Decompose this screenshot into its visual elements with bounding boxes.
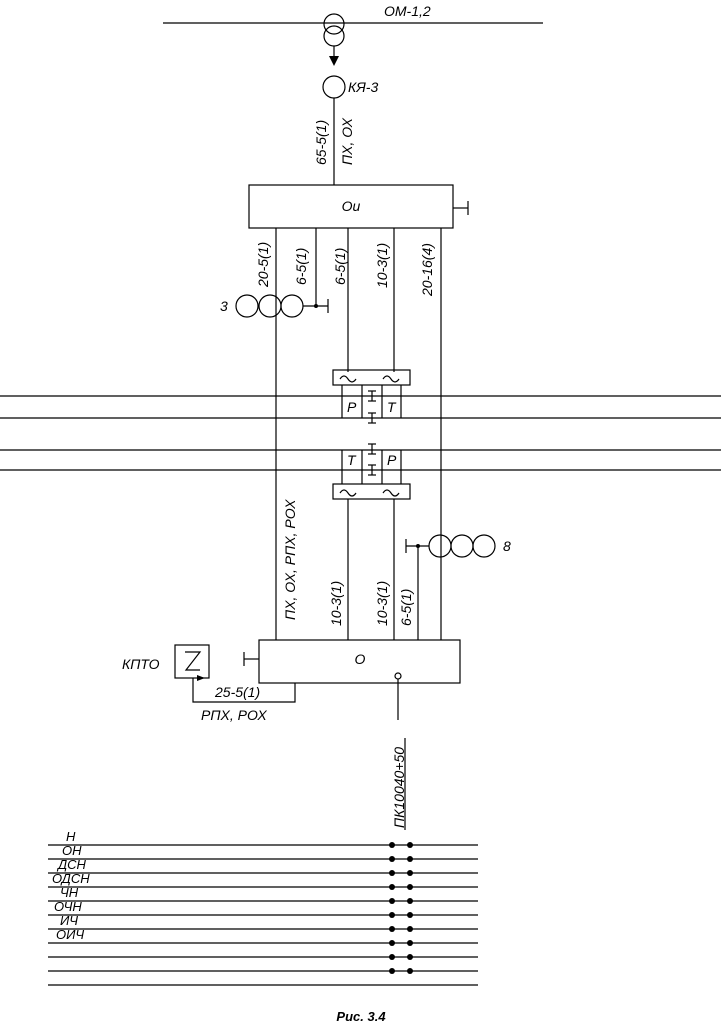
ky-box-icon (322, 75, 346, 99)
coil-right-count: 8 (503, 538, 511, 554)
coil-icon (450, 534, 474, 558)
cable-label: 6-5(1) (293, 248, 309, 285)
coil-left-count: 3 (220, 298, 228, 314)
bus-row: ОЧН (48, 899, 478, 918)
bus-row (48, 954, 478, 960)
bus-row (48, 968, 478, 974)
bus-row: ОИЧ (48, 927, 478, 946)
box-o: O (243, 639, 461, 720)
bus-row: ДСН (48, 857, 478, 876)
bus-label: ДСН (56, 857, 87, 872)
top-feed: ОМ-1,2 КЯ-3 65-5(1) ПХ, ОХ (163, 3, 543, 185)
terminal-icon (394, 672, 402, 680)
box-ou-label: Ou (342, 198, 361, 214)
bus-label: ОЧН (54, 899, 82, 914)
tilde-icon (339, 489, 357, 497)
bus-label: Н (66, 829, 76, 844)
coil-icon (472, 534, 496, 558)
kpto-box-icon (174, 644, 210, 679)
feed-cores-label: ПХ, ОХ (339, 117, 355, 165)
tilde-icon (382, 489, 400, 497)
top-line-label: ОМ-1,2 (384, 3, 431, 19)
tilde-icon (339, 375, 357, 383)
box-o-label: O (355, 651, 366, 667)
bus-label: ОИЧ (56, 927, 84, 942)
bus-lines: Н ОН ДСН ОДСН ЧН ОЧН (48, 829, 478, 986)
bus-row: Н (48, 829, 478, 848)
feed-cable-label: 65-5(1) (313, 120, 329, 165)
bus-label: ОДСН (52, 871, 90, 886)
transformer-icon (323, 13, 345, 47)
arrow-down-icon (329, 56, 339, 66)
cable-label: 6-5(1) (332, 248, 348, 285)
rail-tracks (0, 395, 721, 471)
coil-group-right: 8 (405, 534, 511, 558)
tilde-icon (382, 375, 400, 383)
lower-cores-label: ПХ, ОХ, РПХ, РОХ (282, 499, 298, 620)
figure-caption: Рис. 3.4 (336, 1009, 386, 1024)
kpto-cores-label: РПХ, РОХ (201, 707, 267, 723)
bus-label: ИЧ (60, 913, 78, 928)
coil-icon (280, 294, 304, 318)
kpto-cable-label: 25-5(1) (214, 684, 260, 700)
bus-row: ОН (48, 843, 478, 862)
picket-label: ПК10040+50 (391, 747, 407, 828)
cable-label: 20-16(4) (419, 243, 435, 297)
coil-group-left: 3 (220, 294, 329, 318)
cable-label: 10-3(1) (374, 243, 390, 288)
cable-label: 10-3(1) (374, 581, 390, 626)
insulated-joint-icon (368, 390, 376, 424)
bus-label: ЧН (60, 885, 79, 900)
crossing-label: Т (347, 452, 357, 468)
bus-row: ОДСН (48, 871, 478, 890)
bus-label: ОН (62, 843, 82, 858)
box-ou: Ou (248, 184, 469, 229)
cable-label: 10-3(1) (328, 581, 344, 626)
coil-icon (428, 534, 452, 558)
lower-cables: ПХ, ОХ, РПХ, РОХ 10-3(1) 10-3(1) 6-5(1) (282, 499, 419, 640)
ky-label: КЯ-3 (348, 79, 378, 95)
crossing-label: Р (387, 452, 397, 468)
coil-icon (258, 294, 282, 318)
ou-cables: 20-5(1) 6-5(1) 6-5(1) 10-3(1) 20-16(4) (255, 228, 442, 640)
track-device-upper: Р Т (332, 369, 411, 424)
cable-label: 6-5(1) (398, 589, 414, 626)
kpto-label: КПТО (122, 656, 160, 672)
crossing-label: Т (387, 399, 397, 415)
crossing-label: Р (347, 399, 357, 415)
bus-row: ИЧ (48, 913, 478, 932)
cable-label: 20-5(1) (255, 242, 271, 288)
insulated-joint-icon (368, 443, 376, 476)
track-device-lower: Т Р (332, 443, 411, 500)
bus-row: ЧН (48, 885, 478, 904)
coil-icon (235, 294, 259, 318)
kpto-device: КПТО 25-5(1) РПХ, РОХ (122, 644, 296, 723)
